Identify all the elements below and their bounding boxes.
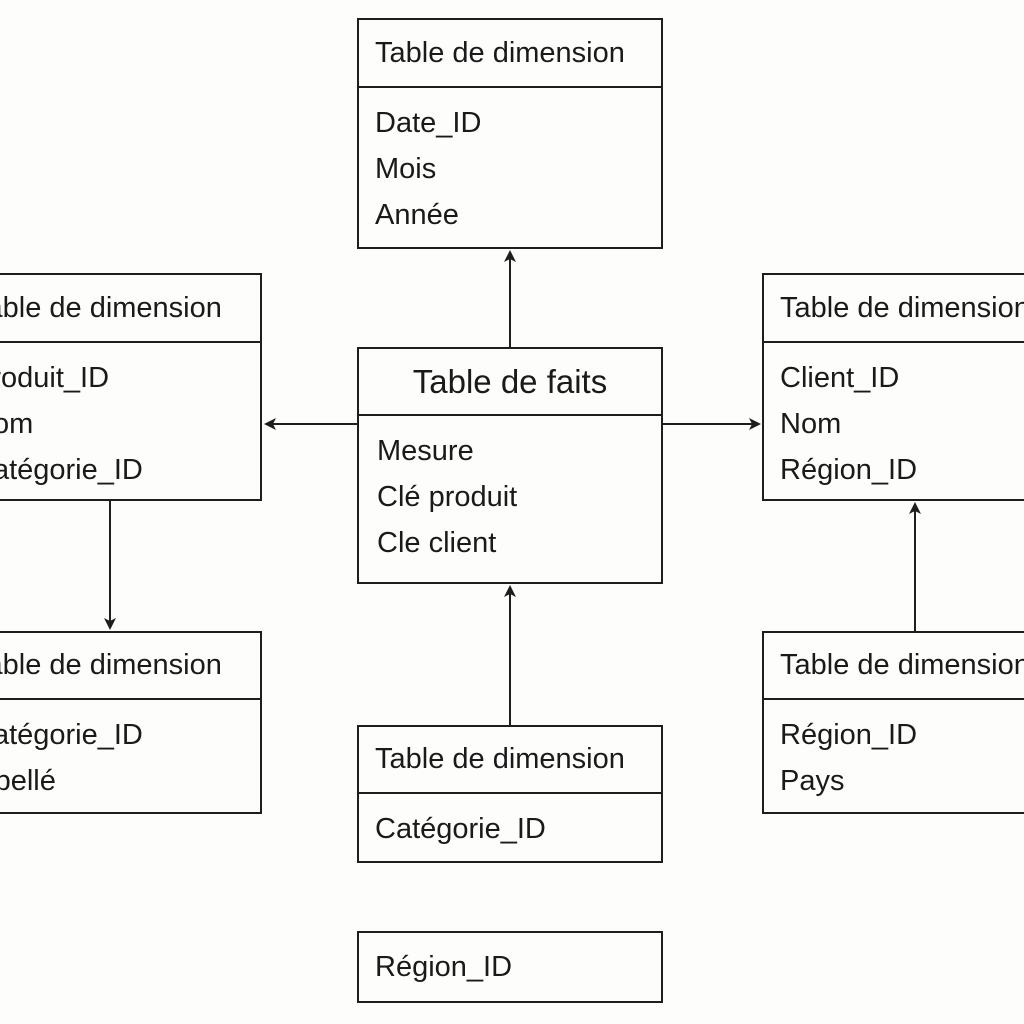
field-region-id: Région_ID	[375, 950, 513, 983]
field-date-id: Date_ID	[375, 107, 482, 139]
table-fields: Région_ID Pays	[764, 700, 1024, 804]
fact-table[interactable]: Table de faits Mesure Clé produit Cle cl…	[357, 347, 663, 584]
field-categorie-id: Catégorie_ID	[0, 719, 143, 751]
dimension-table-region[interactable]: Table de dimension Région_ID Pays	[762, 631, 1024, 814]
field-region-id: Région_ID	[780, 719, 918, 751]
dimension-table-date[interactable]: Table de dimension Date_ID Mois Année	[357, 18, 663, 249]
field-nom: Nom	[780, 408, 842, 440]
field-client-id: Client_ID	[780, 362, 900, 394]
region-id-box[interactable]: Région_ID	[357, 931, 663, 1003]
field-cle-produit: Clé produit	[377, 481, 518, 513]
dimension-table-categorie-center[interactable]: Table de dimension Catégorie_ID	[357, 725, 663, 863]
table-fields: Catégorie_ID	[359, 794, 661, 852]
dimension-table-categorie[interactable]: Table de dimension Catégorie_ID Libellé	[0, 631, 262, 814]
field-categorie-id: Catégorie_ID	[0, 454, 143, 486]
table-header: Table de dimension	[0, 275, 260, 343]
table-header: Table de dimension	[764, 633, 1024, 700]
table-fields: Date_ID Mois Année	[359, 88, 661, 238]
field-mesure: Mesure	[377, 435, 474, 467]
table-header: Table de dimension	[764, 275, 1024, 343]
table-header: Table de dimension	[359, 727, 661, 794]
table-header: Table de faits	[359, 349, 661, 416]
dimension-table-client[interactable]: Table de dimension Client_ID Nom Région_…	[762, 273, 1024, 501]
field-cle-client: Cle client	[377, 527, 497, 559]
table-fields: Mesure Clé produit Cle client	[359, 416, 661, 566]
table-fields: Client_ID Nom Région_ID	[764, 343, 1024, 493]
field-pays: Pays	[780, 765, 845, 797]
field-mois: Mois	[375, 153, 437, 185]
dimension-table-produit[interactable]: Table de dimension Produit_ID Nom Catégo…	[0, 273, 262, 501]
field-region-id: Région_ID	[780, 454, 918, 486]
table-fields: Produit_ID Nom Catégorie_ID	[0, 343, 260, 493]
table-header: Table de dimension	[0, 633, 260, 700]
field-categorie-id: Catégorie_ID	[375, 813, 546, 845]
field-produit-id: Produit_ID	[0, 362, 110, 394]
table-header: Table de dimension	[359, 20, 661, 88]
field-nom: Nom	[0, 408, 34, 440]
field-libelle: Libellé	[0, 765, 56, 797]
table-fields: Catégorie_ID Libellé	[0, 700, 260, 804]
field-annee: Année	[375, 199, 459, 231]
